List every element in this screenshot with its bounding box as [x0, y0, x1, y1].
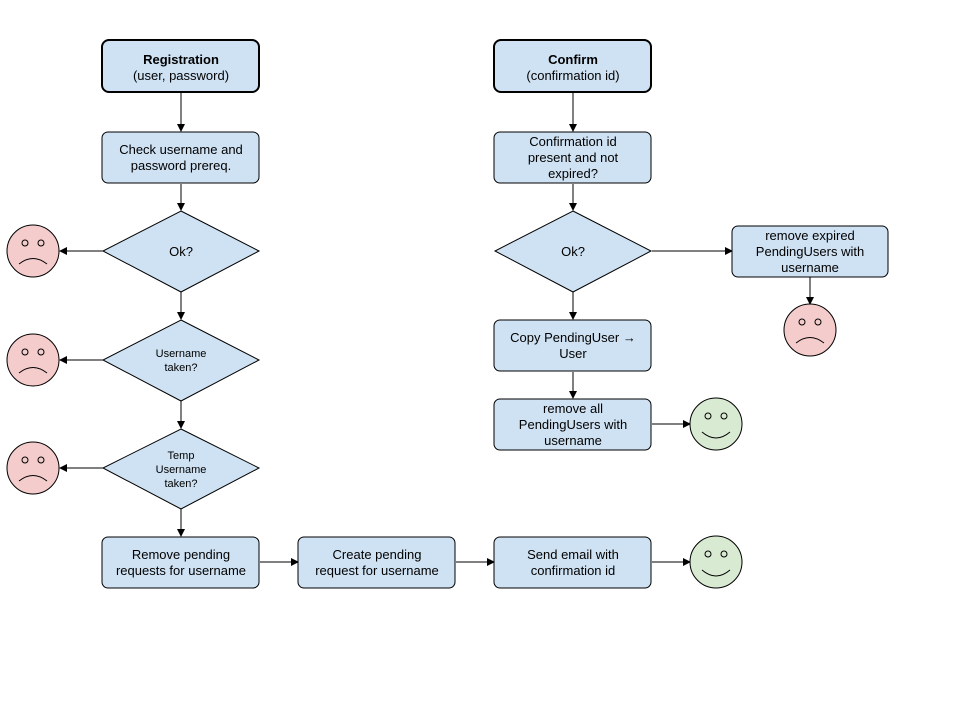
temp-username-taken-decision: Temp Username taken? [101, 428, 261, 510]
create-pending-line1: Create pending [333, 547, 422, 562]
connectors [59, 93, 814, 566]
sad-face-icon [6, 224, 60, 278]
sad-face-icon [783, 303, 837, 357]
send-email-line1: Send email with [527, 547, 619, 562]
registration-node: Registration (user, password) [101, 39, 260, 93]
remove-pending-line2: requests for username [116, 563, 246, 578]
confirm-present-line2: present and not [528, 150, 619, 165]
username-taken-line2: taken? [164, 362, 197, 374]
check-prereq-line1: Check username and [119, 142, 243, 157]
remove-all-node: remove all PendingUsers with username [493, 398, 652, 451]
remove-all-line2: PendingUsers with [519, 417, 627, 432]
remove-all-line3: username [544, 433, 602, 448]
username-taken-decision: Username taken? [101, 319, 261, 402]
confirm-node: Confirm (confirmation id) [493, 39, 652, 93]
remove-expired-line3: username [781, 260, 839, 275]
copy-pending-line2: User [559, 346, 587, 361]
send-email-line2: confirmation id [531, 563, 616, 578]
happy-face-icon [689, 397, 743, 451]
check-prereq-node: Check username and password prereq. [101, 131, 260, 184]
remove-pending-node: Remove pending requests for username [101, 536, 260, 589]
confirm-present-line3: expired? [548, 166, 598, 181]
remove-expired-line1: remove expired [765, 228, 855, 243]
username-taken-line1: Username [156, 348, 207, 360]
temp-username-line1: Temp [168, 450, 195, 462]
remove-expired-line2: PendingUsers with [756, 244, 864, 259]
remove-expired-node: remove expired PendingUsers with usernam… [731, 225, 889, 278]
send-email-node: Send email with confirmation id [493, 536, 652, 589]
sad-face-icon [6, 333, 60, 387]
ok-right-decision: Ok? [493, 210, 653, 293]
remove-all-line1: remove all [543, 401, 603, 416]
confirm-present-line1: Confirmation id [529, 134, 616, 149]
confirm-subtitle: (confirmation id) [526, 68, 619, 83]
temp-username-line2: Username [156, 464, 207, 476]
create-pending-node: Create pending request for username [297, 536, 456, 589]
registration-title: Registration [143, 52, 219, 67]
confirm-title: Confirm [548, 52, 598, 67]
ok-left-decision: Ok? [101, 210, 261, 293]
ok-left-label: Ok? [169, 244, 193, 259]
create-pending-line2: request for username [315, 563, 439, 578]
copy-pending-line1: Copy PendingUser → [510, 330, 636, 345]
temp-username-line3: taken? [164, 478, 197, 490]
happy-face-icon [689, 535, 743, 589]
ok-right-label: Ok? [561, 244, 585, 259]
check-prereq-line2: password prereq. [131, 158, 231, 173]
confirm-present-node: Confirmation id present and not expired? [493, 131, 652, 184]
remove-pending-line1: Remove pending [132, 547, 230, 562]
copy-pending-node: Copy PendingUser → User [493, 319, 652, 372]
registration-subtitle: (user, password) [133, 68, 229, 83]
sad-face-icon [6, 441, 60, 495]
